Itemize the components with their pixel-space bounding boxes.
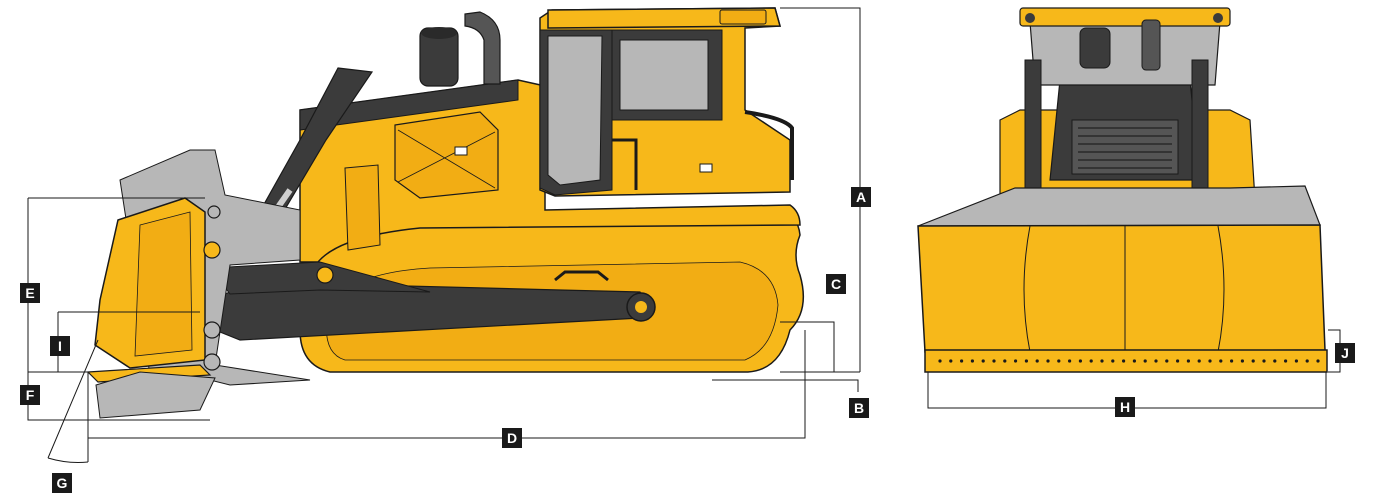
tilt-pivot — [316, 266, 334, 284]
blade-pin-1 — [203, 321, 221, 339]
front-lift-cylinder-right — [1191, 59, 1209, 201]
label-e: E — [20, 283, 40, 303]
front-exhaust — [1141, 19, 1161, 71]
cutting-edge-bolt — [1262, 359, 1266, 363]
cab-window-rear — [619, 39, 709, 111]
front-air-cleaner — [1079, 27, 1111, 69]
front-grille-lines — [1078, 127, 1172, 169]
label-d: D — [502, 428, 522, 448]
front-blade-top — [917, 185, 1321, 227]
cutting-edge-bolt — [1230, 359, 1234, 363]
front-work-light-left — [1025, 13, 1035, 23]
cab-badge — [699, 163, 713, 173]
cutting-edge-bolt — [1024, 359, 1028, 363]
hood-top-panel — [299, 79, 519, 131]
cutting-edge-bolt — [1014, 359, 1018, 363]
label-b: B — [849, 398, 869, 418]
label-f: F — [20, 385, 40, 405]
side-panel-lower — [344, 164, 381, 251]
label-h: H — [1115, 397, 1135, 417]
dim-line-c — [780, 321, 835, 372]
label-g: G — [52, 473, 72, 493]
cutting-edge-bolt — [1078, 359, 1082, 363]
track-guard — [554, 270, 609, 282]
front-grille — [1071, 119, 1179, 175]
cutting-edge-bolt — [1132, 359, 1136, 363]
blade-pin-3 — [203, 241, 221, 259]
cutting-edge-bolt — [938, 359, 942, 363]
cutting-edge-bolt — [970, 359, 975, 363]
cab-grab-rail — [744, 110, 794, 180]
cab-window-front — [547, 35, 603, 186]
engine-door-x — [397, 129, 496, 189]
cutting-edge-bolt — [981, 359, 985, 363]
hood-badge — [454, 146, 468, 156]
cutting-edge-bolt — [1143, 359, 1147, 363]
cutting-edge-bolt — [1046, 359, 1050, 363]
cutting-edge-bolt — [1176, 359, 1180, 363]
front-view — [917, 7, 1328, 373]
dim-line-b — [712, 379, 859, 392]
front-blade-seams — [1023, 225, 1225, 353]
cutting-edge-bolt — [960, 359, 964, 363]
cutting-edge-bolt — [949, 359, 953, 363]
blade-end-bits — [95, 371, 216, 419]
cutting-edge-bolt — [1316, 359, 1320, 363]
front-blade — [917, 224, 1326, 353]
front-lift-cylinder-left — [1024, 59, 1042, 201]
front-cab-roof — [1019, 7, 1231, 27]
label-a: A — [851, 187, 871, 207]
exhaust-stack — [464, 11, 501, 85]
cab-light — [719, 9, 767, 25]
dim-line-d — [87, 330, 806, 462]
dim-line-a — [780, 7, 861, 373]
cutting-edge-bolt — [1197, 359, 1201, 363]
cutting-edge-bolt — [1068, 359, 1072, 363]
cutting-edge-bolt — [1305, 359, 1309, 363]
cutting-edge-bolt — [1219, 359, 1223, 363]
air-cleaner-cap — [421, 27, 457, 39]
label-j: J — [1335, 343, 1355, 363]
side-view — [86, 7, 805, 419]
push-arm-trunnion-hub — [635, 301, 647, 313]
engine-door — [394, 111, 499, 199]
front-cutting-edge-bolts — [938, 359, 1320, 363]
cutting-edge-bolt — [1240, 359, 1244, 363]
front-cutting-edge — [924, 349, 1328, 373]
label-c: C — [826, 274, 846, 294]
cutting-edge-bolt — [1165, 359, 1169, 363]
cutting-edge-bolt — [1294, 359, 1298, 363]
cutting-edge-bolt — [1100, 359, 1104, 363]
cutting-edge-bolt — [1089, 359, 1093, 363]
blade-face — [134, 211, 193, 357]
dim-line-g — [47, 339, 99, 463]
cutting-edge-bolt — [1003, 359, 1007, 363]
cutting-edge-bolt — [1273, 359, 1277, 363]
cutting-edge-bolt — [1122, 359, 1126, 363]
cutting-edge-bolt — [1035, 359, 1039, 363]
cutting-edge-bolt — [1111, 359, 1115, 363]
blade-pin-4 — [207, 205, 221, 219]
front-work-light-right — [1213, 13, 1223, 23]
cutting-edge-bolt — [1284, 359, 1288, 363]
cutting-edge-bolt — [992, 359, 996, 363]
label-i: I — [50, 336, 70, 356]
cutting-edge-bolt — [1154, 359, 1158, 363]
cutting-edge-bolt — [1186, 359, 1190, 363]
cutting-edge-bolt — [1057, 359, 1061, 363]
cutting-edge-bolt — [1251, 359, 1255, 363]
blade-pin-2 — [203, 353, 221, 371]
cutting-edge-bolt — [1208, 359, 1212, 363]
cab-step-rail — [612, 138, 638, 190]
